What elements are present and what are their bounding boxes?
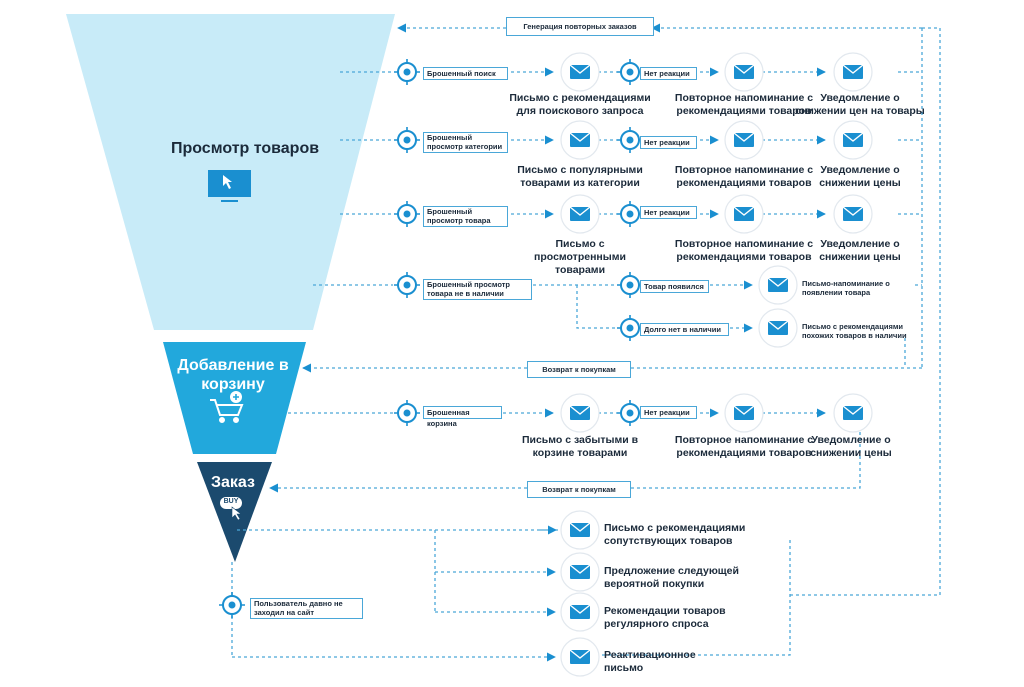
reactivation-email-icon [560,637,600,677]
cart-email3-label: Уведомление о снижении цены [810,434,892,459]
row3-email2-label: Повторное напоминание с рекомендациями т… [674,238,814,263]
post-order-email2-icon [560,552,600,592]
post-order-email3-icon [560,592,600,632]
row3-email1-label: Письмо с просмотренными товарами [534,238,626,276]
cart-target-icon [394,400,420,426]
repeat-orders-loop [790,27,941,596]
cart-email1-icon [560,393,600,433]
row2-email1-label: Письмо с популярными товарами из категор… [517,164,643,189]
stage-view-title: Просмотр товаров [170,140,320,157]
row1-email1-label: Письмо с рекомендациями для поискового з… [509,92,651,117]
row2-email2-label: Повторное напоминание с рекомендациями т… [674,164,814,189]
row-email3-icon [833,52,873,92]
row2-email3-label: Уведомление о снижении цены [819,164,901,189]
row2-trigger: Брошенный просмотр категории [423,132,508,153]
stock-branch-long: Долго нет в наличии [640,323,729,336]
cart-icon [210,391,244,423]
row-target-icon [394,59,420,85]
row3-no-reaction: Нет реакции [640,206,697,219]
cart-email2-icon [724,393,764,433]
row1-email3-label: Уведомление о снижении цен на товары [795,92,925,117]
buy-badge-label: BUY [223,498,239,505]
post-order-email2-label: Предложение следующей вероятной покупки [604,565,739,590]
monitor-icon [208,170,251,202]
cart-no-reaction: Нет реакции [640,406,697,419]
row-email1-icon [560,52,600,92]
stock-email1-label: Письмо-напоминание о появлении товара [802,279,890,297]
stock-email2-label: Письмо с рекомендациями похожих товаров … [802,322,907,340]
row-email1-icon [560,120,600,160]
row1-email2-label: Повторное напоминание с рекомендациями т… [674,92,814,117]
cart-email2-label: Повторное напоминание с рекомендациями т… [674,434,814,459]
buy-icon [220,497,242,521]
cart-trigger: Брошенная корзина [423,406,502,428]
stock-branch-appeared: Товар появился [640,280,709,293]
stock-branch-line [576,285,617,329]
repeat-orders-tag: Генерация повторных заказов [506,17,654,36]
row3-email3-label: Уведомление о снижении цены [819,238,901,263]
stock-email2-icon [758,308,798,348]
row-mid-target-icon [617,201,643,227]
row-mid-target-icon [617,59,643,85]
stock-trigger: Брошенный просмотр товара не в наличии [423,279,532,300]
row-email1-icon [560,194,600,234]
post-order-email1-icon [560,510,600,550]
row1-trigger: Брошенный поиск [423,67,508,80]
row1-no-reaction: Нет реакции [640,67,697,80]
stage-order-title: Заказ [211,474,255,491]
row3-trigger: Брошенный просмотр товара [423,206,508,227]
stage-cart-title: Добавление в корзину [177,357,289,393]
inactive-trigger: Пользователь давно не заходил на сайт [250,598,363,619]
post-order-email3-label: Рекомендации товаров регулярного спроса [604,605,726,630]
inactive-target-icon [219,592,245,618]
row-email2-icon [724,52,764,92]
row-email3-icon [833,120,873,160]
row-email2-icon [724,120,764,160]
return2-line [629,432,861,489]
connector-line [600,540,791,656]
row-target-icon [394,201,420,227]
cart-email1-label: Письмо с забытыми в корзине товарами [521,434,639,459]
stock-email1-icon [758,265,798,305]
reactivation-email-label: Реактивационное письмо [604,649,696,674]
post-order-email1-label: Письмо с рекомендациями сопутствующих то… [604,522,746,547]
return-to-shopping-2: Возврат к покупкам [527,481,631,498]
row-target-icon [394,127,420,153]
row-email3-icon [833,194,873,234]
cart-email3-icon [833,393,873,433]
stock-target-icon [394,272,420,298]
row-email2-icon [724,194,764,234]
row2-no-reaction: Нет реакции [640,136,697,149]
return-to-shopping-1: Возврат к покупкам [527,361,631,378]
